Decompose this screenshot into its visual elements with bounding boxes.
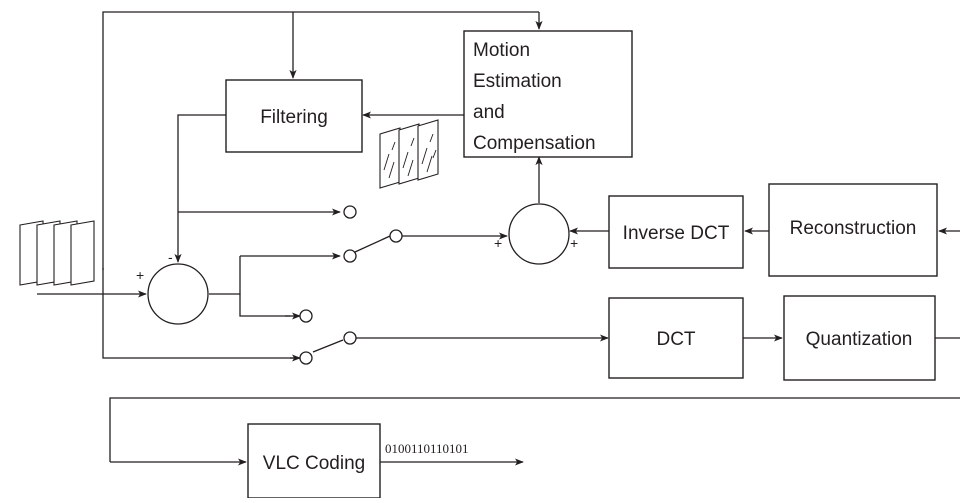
vlc-coding-label: VLC Coding bbox=[263, 453, 365, 474]
switch-contact-mid bbox=[343, 249, 357, 263]
wire-vlc-loop bbox=[109, 397, 960, 462]
switch-contact-top bbox=[343, 205, 357, 219]
switch-contact-upper-pole bbox=[389, 229, 403, 243]
inverse-dct-label: Inverse DCT bbox=[623, 223, 730, 244]
motion-label-line-3: and bbox=[473, 102, 505, 123]
switch-lever-lower bbox=[312, 339, 344, 353]
block-motion-estimation: Motion Estimation and Compensation bbox=[463, 30, 633, 158]
block-dct: DCT bbox=[608, 297, 744, 379]
input-frames-icon bbox=[19, 220, 95, 286]
switch-lever-upper bbox=[354, 235, 391, 253]
switch-contacts bbox=[299, 205, 403, 365]
block-inverse-dct: Inverse DCT bbox=[608, 195, 744, 269]
block-vlc-coding: VLC Coding bbox=[247, 423, 381, 499]
adder-right-plus-sign: + bbox=[570, 235, 578, 251]
wire-filtering-out bbox=[177, 114, 226, 212]
wire-subtractor-out bbox=[209, 256, 241, 295]
motion-label-line-2: Estimation bbox=[473, 71, 562, 92]
reference-frames-icon bbox=[379, 119, 439, 189]
dct-label: DCT bbox=[656, 329, 695, 350]
reconstruction-label: Reconstruction bbox=[790, 218, 917, 239]
wire-input-to-bottom-switch bbox=[102, 268, 300, 359]
filtering-label: Filtering bbox=[260, 107, 328, 128]
adder-left-plus-sign: + bbox=[494, 235, 502, 251]
motion-label-line-4: Compensation bbox=[473, 133, 596, 154]
subtractor-circle bbox=[147, 263, 209, 325]
subtractor-minus-sign: - bbox=[168, 249, 173, 265]
block-quantization: Quantization bbox=[783, 295, 936, 381]
motion-label-line-1: Motion bbox=[473, 40, 530, 61]
wire-sub-down bbox=[239, 294, 290, 317]
connections bbox=[37, 11, 960, 466]
subtractor-plus-sign: + bbox=[136, 267, 144, 283]
bitstream-output-label: 0100110110101 bbox=[385, 441, 469, 456]
quantization-label: Quantization bbox=[806, 329, 913, 350]
switch-contact-bottom bbox=[299, 351, 313, 365]
switch-contact-low bbox=[299, 309, 313, 323]
wire-top-loop bbox=[102, 11, 539, 270]
block-filtering: Filtering bbox=[225, 79, 363, 153]
adder-circle bbox=[508, 203, 570, 265]
block-reconstruction: Reconstruction bbox=[768, 183, 938, 277]
switch-contact-lower-pole bbox=[343, 331, 357, 345]
